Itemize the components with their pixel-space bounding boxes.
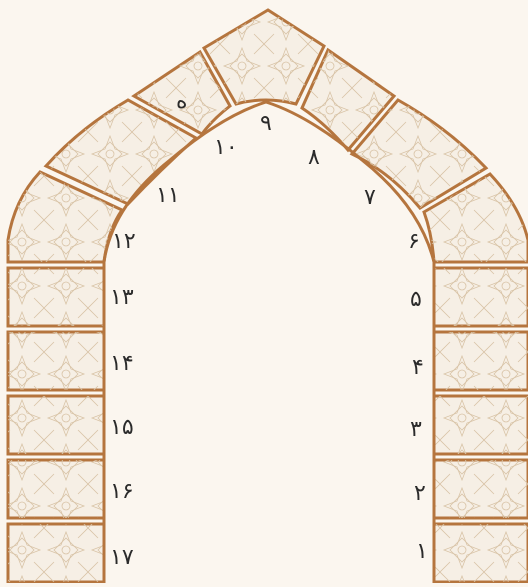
block-right-1-pattern [434, 268, 528, 326]
number-label-9: ۹ [260, 111, 272, 136]
number-label-11: ۱۱ [156, 183, 180, 208]
block-right-5-pattern [434, 524, 528, 582]
number-label-8: ۸ [308, 145, 320, 170]
number-label-3: ۳ [410, 417, 422, 442]
number-label-17: ۱۷ [110, 545, 134, 570]
number-label-13: ۱۳ [110, 285, 134, 310]
number-label-16: ۱۶ [110, 479, 134, 504]
block-right-3-pattern [434, 396, 528, 454]
number-label-6: ۶ [408, 229, 420, 254]
number-label-10: ۱۰ [214, 135, 238, 160]
block-right-2-pattern [434, 332, 528, 390]
number-label-12: ۱۲ [112, 229, 136, 254]
keystone-label: ه [176, 89, 188, 114]
number-label-5: ۵ [410, 287, 422, 312]
block-left-1-pattern [8, 268, 104, 326]
block-left-5-pattern [8, 524, 104, 582]
number-label-4: ۴ [412, 355, 424, 380]
block-left-3-pattern [8, 396, 104, 454]
block-left-2-pattern [8, 332, 104, 390]
number-label-15: ۱۵ [110, 415, 134, 440]
number-label-1: ۱ [416, 539, 428, 564]
number-label-7: ۷ [364, 185, 376, 210]
number-label-14: ۱۴ [110, 351, 134, 376]
number-label-2: ۲ [414, 481, 426, 506]
arch-blocks [8, 10, 528, 582]
block-right-4-pattern [434, 460, 528, 518]
block-left-4-pattern [8, 460, 104, 518]
